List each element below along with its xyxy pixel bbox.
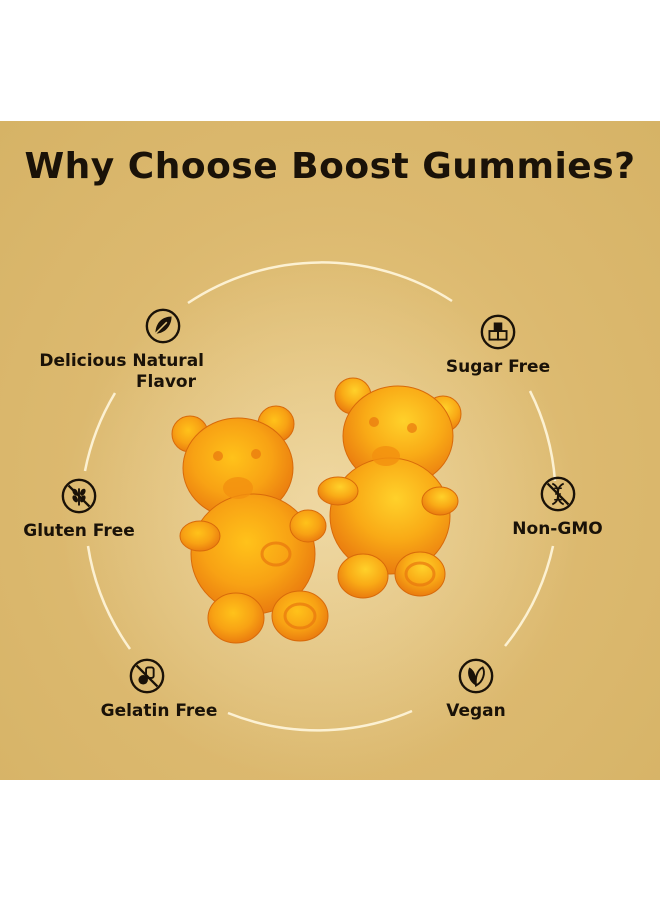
feature-label-line2: Flavor [135,372,196,392]
feature-label: Gelatin Free [100,701,218,721]
gummy-bears-image [171,377,462,644]
feature-natural-flavor: Delicious Natural Flavor [24,307,204,393]
feature-label: Non-GMO [512,519,603,539]
feature-sugar-free: Sugar Free [438,313,558,378]
leaf-icon [145,308,181,344]
gummy-bear-right [317,377,462,599]
feature-panel: Why Choose Boost Gummies? Delicious Natu… [0,121,660,780]
feature-gluten-free: Gluten Free [14,477,144,542]
feature-vegan: Vegan [436,657,516,722]
feature-label-line1: Delicious Natural [39,351,204,371]
feature-non-gmo: Non-GMO [500,475,615,540]
feature-label: Vegan [446,701,506,721]
wheat-crossed-icon [61,478,97,514]
feature-gelatin-free: Gelatin Free [94,657,224,722]
feature-label: Gluten Free [23,521,135,541]
vegan-leaf-icon [458,658,494,694]
feature-label: Sugar Free [445,357,551,377]
dna-crossed-icon [540,476,575,512]
gummy-bear-left [171,405,329,644]
page-title: Why Choose Boost Gummies? [24,146,636,187]
gelatin-crossed-icon [129,658,165,694]
sugar-cubes-icon [480,314,516,350]
